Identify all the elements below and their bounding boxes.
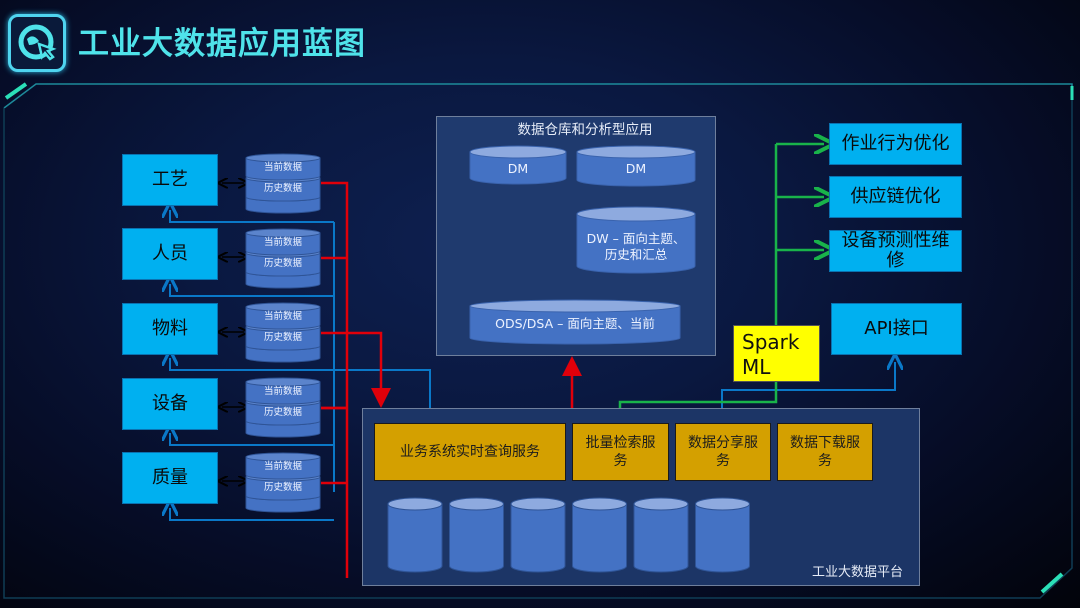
database-stack-icon (245, 452, 321, 513)
service-label: 数据下载服务 (790, 435, 860, 469)
app-box-predictive-maintenance[interactable]: 设备预测性维修 (829, 230, 962, 272)
source-box-zhiliang[interactable]: 质量 (122, 452, 218, 504)
blue-to-shebei (170, 433, 334, 446)
source-label: 物料 (152, 318, 188, 339)
ods-label: ODS/DSA – 面向主题、当前 (495, 315, 655, 331)
source-label: 质量 (152, 467, 188, 488)
history-data-label: 历史数据 (263, 482, 302, 493)
source-box-shebei[interactable]: 设备 (122, 378, 218, 430)
database-stack-icon (245, 377, 321, 438)
api-box[interactable]: API接口 (831, 303, 962, 355)
page-title: 工业大数据应用蓝图 (78, 26, 366, 62)
blue-to-renyuan (170, 284, 334, 297)
current-data-label: 当前数据 (263, 386, 302, 397)
data-stack-cylinder: 当前数据历史数据 (244, 228, 322, 290)
source-box-wuliao[interactable]: 物料 (122, 303, 218, 355)
dw-label-line1: DW – 面向主题、 (586, 230, 686, 246)
bidirectional-arrows (222, 183, 244, 481)
frame-corner-accent-br (1040, 572, 1064, 594)
history-data-label: 历史数据 (263, 183, 302, 194)
current-data-label: 当前数据 (263, 461, 302, 472)
history-data-label: 历史数据 (263, 332, 302, 343)
frame-right-border (1008, 98, 1073, 599)
service-data-share[interactable]: 数据分享服务 (675, 423, 771, 481)
spark-label-line1: Spark (742, 330, 800, 354)
dm-left-cylinder (469, 145, 567, 185)
app-label: 供应链优化 (850, 186, 941, 207)
service-data-download[interactable]: 数据下载服务 (777, 423, 873, 481)
source-box-gongyi[interactable]: 工艺 (122, 154, 218, 206)
source-label: 工艺 (152, 169, 188, 190)
frame-corner-accent-tl (4, 82, 28, 100)
spark-ml-box[interactable]: Spark ML (733, 325, 820, 382)
frame-left-bottom-border (3, 108, 1008, 599)
current-data-label: 当前数据 (263, 162, 302, 173)
api-label: API接口 (864, 318, 929, 339)
dm-right-label: DM (625, 160, 647, 176)
logo (8, 14, 66, 72)
service-label: 批量检索服务 (585, 435, 656, 469)
current-data-label: 当前数据 (263, 311, 302, 322)
source-label: 人员 (152, 243, 188, 264)
app-box-supply-chain[interactable]: 供应链优化 (829, 176, 962, 218)
database-stack-icon (245, 228, 321, 289)
data-stack-cylinder: 当前数据历史数据 (244, 153, 322, 215)
database-stack-icon (245, 153, 321, 214)
app-label: 设备预测性维修 (841, 230, 950, 271)
storage-cylinder (510, 497, 566, 573)
data-stack-cylinder: 当前数据历史数据 (244, 452, 322, 514)
storage-cylinder (387, 497, 443, 573)
warehouse-cylinders (469, 145, 696, 345)
red-trunk-line (321, 181, 349, 578)
blue-feedback-lines (170, 210, 895, 521)
dm-left-label: DM (507, 160, 529, 176)
ods-cylinder (469, 299, 681, 345)
history-data-label: 历史数据 (263, 258, 302, 269)
source-label: 设备 (152, 393, 188, 414)
current-data-label: 当前数据 (263, 237, 302, 248)
source-box-renyuan[interactable]: 人员 (122, 228, 218, 280)
storage-cylinder (695, 497, 750, 573)
globe-cursor-icon (18, 24, 57, 61)
data-stack-cylinder: 当前数据历史数据 (244, 302, 322, 364)
platform-label: 工业大数据平台 (812, 565, 904, 580)
dm-right-cylinder (576, 145, 696, 187)
red-to-platform (321, 331, 391, 408)
app-label: 作业行为优化 (841, 133, 950, 154)
storage-cylinders (387, 497, 750, 573)
dw-label-line2: 历史和汇总 (604, 246, 668, 262)
blue-to-wuliao (170, 358, 431, 422)
blue-to-zhiliang (170, 508, 334, 521)
app-box-operation-optimization[interactable]: 作业行为优化 (829, 123, 962, 165)
dw-cylinder (576, 206, 696, 274)
service-label: 数据分享服务 (688, 435, 758, 469)
data-stack-cylinder: 当前数据历史数据 (244, 377, 322, 439)
storage-cylinder (633, 497, 689, 573)
blue-to-gongyi (170, 210, 334, 223)
database-stack-icon (245, 302, 321, 363)
blue-to-api (721, 362, 895, 422)
service-label: 业务系统实时查询服务 (400, 444, 540, 460)
service-realtime-query[interactable]: 业务系统实时查询服务 (374, 423, 566, 481)
service-batch-search[interactable]: 批量检索服务 (572, 423, 669, 481)
spark-label-line2: ML (742, 355, 771, 379)
storage-cylinder (572, 497, 627, 573)
history-data-label: 历史数据 (263, 407, 302, 418)
warehouse-title: 数据仓库和分析型应用 (517, 122, 653, 138)
storage-cylinder (449, 497, 504, 573)
